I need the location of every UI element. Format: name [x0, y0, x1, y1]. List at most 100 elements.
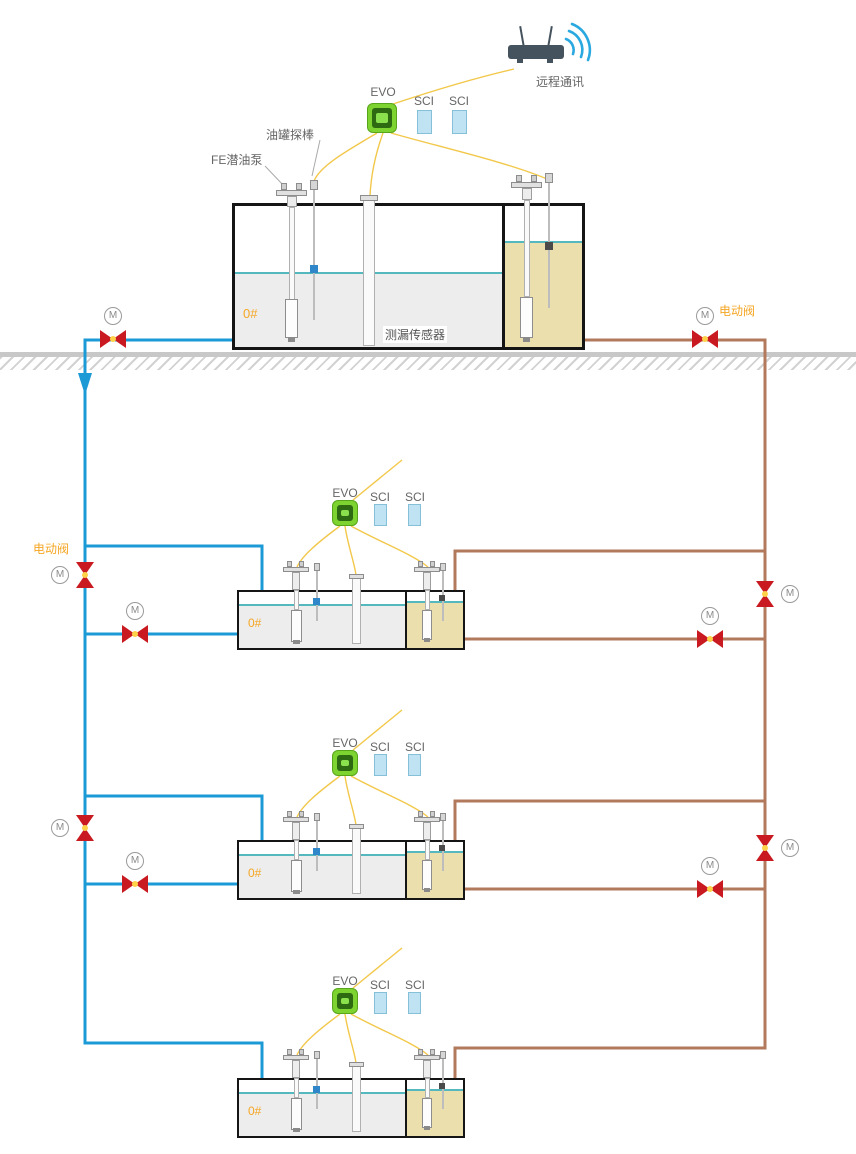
tank-probe	[316, 571, 318, 621]
evo-label: EVO	[332, 486, 358, 500]
valve-cone	[100, 330, 113, 348]
blue-branch-tank3-top	[85, 794, 264, 842]
probe-float	[439, 845, 445, 851]
fuel-level-gasoline	[505, 241, 582, 347]
pump-column	[292, 1060, 300, 1078]
valve-cone	[692, 330, 705, 348]
submersible-pump	[291, 610, 302, 642]
sci-module	[452, 110, 467, 134]
motor-indicator: M	[51, 819, 69, 837]
brown-branch-tank2-top	[453, 549, 765, 592]
pump-bolt	[430, 811, 435, 817]
pump-flange	[276, 190, 307, 196]
probe-head	[310, 180, 318, 190]
leak-sensor-pipe	[352, 1066, 361, 1132]
valve-seat	[82, 572, 88, 578]
ground-line	[0, 352, 856, 357]
pump-bolt	[418, 811, 423, 817]
pipe-cap	[349, 824, 364, 829]
evo-uplink-wire	[352, 459, 403, 501]
flow-arrow-down	[78, 373, 92, 395]
pump-column	[292, 822, 300, 840]
valve-cone	[122, 875, 135, 893]
motorized-valve	[122, 625, 148, 643]
sci-module	[374, 992, 387, 1014]
probe-head	[440, 1051, 446, 1059]
tank-number-label: 0#	[243, 306, 258, 321]
pump-riser-pipe	[425, 1078, 430, 1098]
probe-head	[314, 563, 320, 571]
underground-tank-group-2: EVO SCI SCI 0#	[232, 709, 472, 908]
probe-callout-line	[311, 139, 321, 177]
pump-inlet-cap	[293, 640, 300, 644]
router-foot	[517, 59, 523, 63]
probe-float	[313, 848, 320, 855]
pump-inlet-cap	[424, 638, 430, 642]
pump-riser-pipe	[294, 1078, 299, 1098]
router-foot	[547, 59, 553, 63]
pump-bolt	[531, 175, 537, 182]
sci-module	[374, 754, 387, 776]
sci-label: SCI	[369, 490, 390, 504]
pump-flange	[414, 817, 440, 822]
evo-uplink-wire	[352, 947, 403, 989]
brown-branch-tank3-top	[453, 799, 765, 842]
leak-sensor-pipe	[352, 828, 361, 894]
tank-probe-label: 油罐探棒	[266, 128, 315, 142]
fuel-level-gasoline	[407, 1089, 463, 1136]
motorized-valve	[122, 875, 148, 893]
valve-cone	[697, 880, 710, 898]
motor-indicator: M	[126, 602, 144, 620]
wifi-icon	[570, 22, 592, 62]
pump-inlet-cap	[424, 888, 430, 892]
motor-indicator: M	[701, 857, 719, 875]
tank-number-label: 0#	[248, 1104, 262, 1118]
valve-seat	[110, 336, 116, 342]
pump-bolt	[516, 175, 522, 182]
probe-float	[439, 595, 445, 601]
evo-pump-wire-left	[296, 1013, 341, 1056]
motorized-valve	[76, 815, 94, 841]
valve-cone	[705, 330, 718, 348]
fuel-level-diesel	[239, 1092, 405, 1136]
electric-valve-label: 电动阀	[719, 304, 756, 318]
pump-bolt	[299, 561, 304, 567]
wifi-icon	[567, 29, 584, 59]
pump-column	[423, 572, 431, 590]
pump-bolt	[430, 1049, 435, 1055]
submersible-pump	[422, 1098, 432, 1128]
pump-riser-pipe	[289, 207, 295, 300]
motorized-valve	[756, 835, 774, 861]
pump-flange	[283, 567, 309, 572]
tank-number-label: 0#	[248, 616, 262, 630]
electric-valve-label: 电动阀	[33, 542, 70, 556]
tank-probe	[316, 1059, 318, 1109]
leak-sensor-pipe	[363, 200, 375, 346]
pump-bolt	[296, 183, 302, 190]
pipe-cap	[349, 574, 364, 579]
evo-screen-core	[376, 113, 388, 123]
pump-column	[522, 188, 532, 200]
router	[508, 45, 564, 59]
evo-router-wire	[392, 68, 515, 105]
evo-probe-wire-left	[313, 132, 378, 182]
submersible-pump	[520, 297, 533, 338]
pipe-cap	[349, 1062, 364, 1067]
evo-leak-pipe-wire	[344, 1013, 357, 1064]
pump-riser-pipe	[294, 840, 299, 860]
pump-callout-line	[264, 165, 285, 187]
probe-head	[314, 813, 320, 821]
pump-bolt	[299, 811, 304, 817]
pipe-cap	[360, 195, 378, 201]
underground-tank-group-1: EVO SCI SCI 0#	[232, 459, 472, 658]
pump-inlet-cap	[523, 337, 530, 342]
probe-float	[313, 598, 320, 605]
evo-label: EVO	[332, 736, 358, 750]
ground-hatch	[0, 357, 856, 370]
sci-module	[408, 504, 421, 526]
evo-console	[332, 750, 358, 776]
sci-module	[408, 754, 421, 776]
valve-seat	[702, 336, 708, 342]
pump-inlet-cap	[293, 1128, 300, 1132]
leak-sensor-label: 测漏传感器	[383, 326, 448, 343]
